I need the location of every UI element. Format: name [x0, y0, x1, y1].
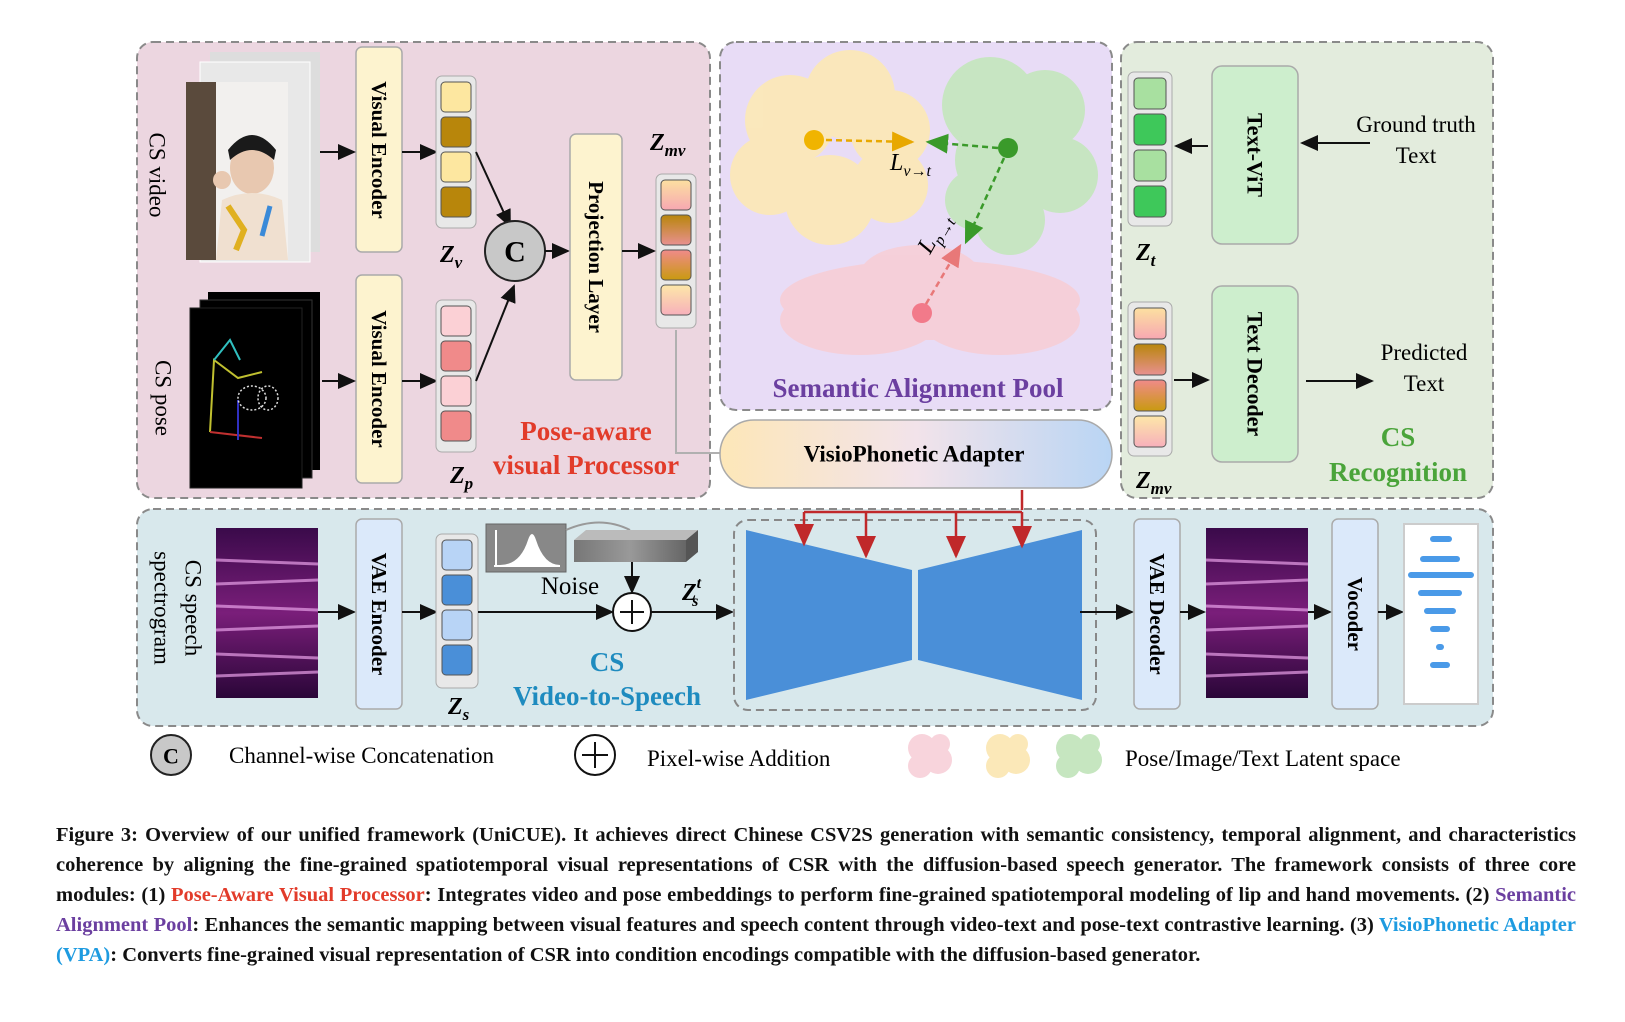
vae-encoder-block [355, 518, 403, 710]
zv-latent [435, 75, 477, 229]
recognition-panel [1120, 41, 1494, 499]
visiophonetic-adapter [719, 419, 1113, 489]
zv-label: Zv [439, 242, 463, 272]
caption-module-3: VisioPhonetic Adapter (VPA) [56, 914, 1576, 966]
caption-module-1: Pose-Aware Visual Processor [170, 884, 425, 906]
vae-encoder-label: VAE Encoder [367, 553, 391, 676]
zmv-latent [655, 173, 697, 329]
vpa-label: VisioPhonetic Adapter [804, 442, 1025, 467]
output-spectrogram [1205, 528, 1309, 698]
recognition-title-1: CS [1381, 422, 1416, 452]
text-latent-cloud [942, 57, 1098, 255]
predicted-label-2: Text [1404, 371, 1445, 396]
visual-encoder-1 [355, 46, 403, 253]
ground-truth-label-1: Ground truth [1356, 112, 1476, 137]
unet-decoder-shape [918, 530, 1082, 700]
projection-layer [569, 133, 623, 381]
loss-v-t: Lv→t [889, 150, 931, 180]
legend-latent-label: Pose/Image/Text Latent space [1125, 746, 1401, 771]
legend-concat-label: Channel-wise Concatenation [229, 743, 495, 768]
zmv-recognition-latent [1127, 301, 1173, 457]
unet-encoder-shape [746, 530, 912, 700]
cs-video-frames [186, 52, 320, 263]
spectrogram-label-1: CS speech [181, 560, 206, 657]
projection-layer-label: Projection Layer [584, 181, 608, 333]
legend-pose-cloud-icon [908, 734, 952, 778]
caption-part-1: Figure 3: Overview of our unified framew… [56, 824, 1576, 906]
vocoder-block [1331, 518, 1379, 710]
figure-caption: Figure 3: Overview of our unified framew… [56, 820, 1576, 970]
caption-part-3: : Enhances the semantic mapping between … [192, 914, 1379, 936]
text-vit-label: Text-ViT [1243, 113, 1268, 197]
caption-part-2: : Integrates video and pose embeddings t… [424, 884, 1496, 906]
zmv-label: Zmv [649, 130, 686, 160]
legend-addition-label: Pixel-wise Addition [647, 746, 831, 771]
zs-label: Zs [447, 694, 470, 724]
legend-text-cloud-icon [1056, 734, 1102, 778]
zt-label: Zt [1135, 240, 1157, 270]
cs-pose-label: CS pose [151, 360, 176, 436]
noise-label: Noise [541, 573, 599, 600]
zmv-recognition-label: Zmv [1135, 468, 1172, 498]
predicted-label-1: Predicted [1381, 340, 1468, 365]
input-spectrogram [215, 528, 319, 698]
zt-latent [1127, 71, 1173, 227]
caption-part-4: : Converts fine-grained visual represent… [110, 944, 1201, 966]
text-decoder-block [1211, 285, 1299, 463]
gaussian-distribution-icon [485, 523, 567, 573]
framework-diagram: Visual Encoder Visual Encoder CS video C… [136, 41, 1494, 778]
video-to-speech-title-1: CS [590, 647, 625, 677]
visual-encoder-2-label: Visual Encoder [367, 310, 391, 447]
cs-pose-frames [189, 292, 320, 489]
zp-latent [435, 299, 477, 453]
caption-module-2: Semantic Alignment Pool [56, 884, 1576, 936]
noise-tensor [574, 530, 698, 562]
recognition-title-2: Recognition [1329, 457, 1467, 487]
svg-text:C: C [504, 236, 526, 269]
svg-text:C: C [163, 744, 179, 769]
cs-video-label: CS video [145, 133, 170, 218]
text-decoder-label: Text Decoder [1243, 312, 1268, 437]
visual-encoder-1-label: Visual Encoder [367, 81, 391, 218]
zp-label: Zp [449, 463, 473, 493]
alignment-pool-title: Semantic Alignment Pool [773, 373, 1064, 403]
video-to-speech-title-2: Video-to-Speech [513, 681, 701, 711]
pose-processor-title-2: visual Processor [493, 450, 679, 480]
vocoder-label: Vocoder [1343, 577, 1367, 651]
zs-latent [435, 533, 479, 689]
pose-processor-title-1: Pose-aware [520, 416, 651, 446]
visual-encoder-2 [355, 274, 403, 484]
text-vit-block [1211, 65, 1299, 245]
legend-concat-icon [150, 734, 192, 776]
diffusion-unet-frame [733, 519, 1097, 711]
vae-decoder-label: VAE Decoder [1145, 553, 1169, 675]
ground-truth-label-2: Text [1396, 143, 1437, 168]
vae-decoder-block [1133, 518, 1181, 710]
legend-image-cloud-icon [986, 734, 1030, 778]
spectrogram-label-2: spectrogram [150, 551, 175, 665]
waveform-icon [1403, 523, 1479, 705]
pose-latent-cloud [780, 245, 1080, 355]
